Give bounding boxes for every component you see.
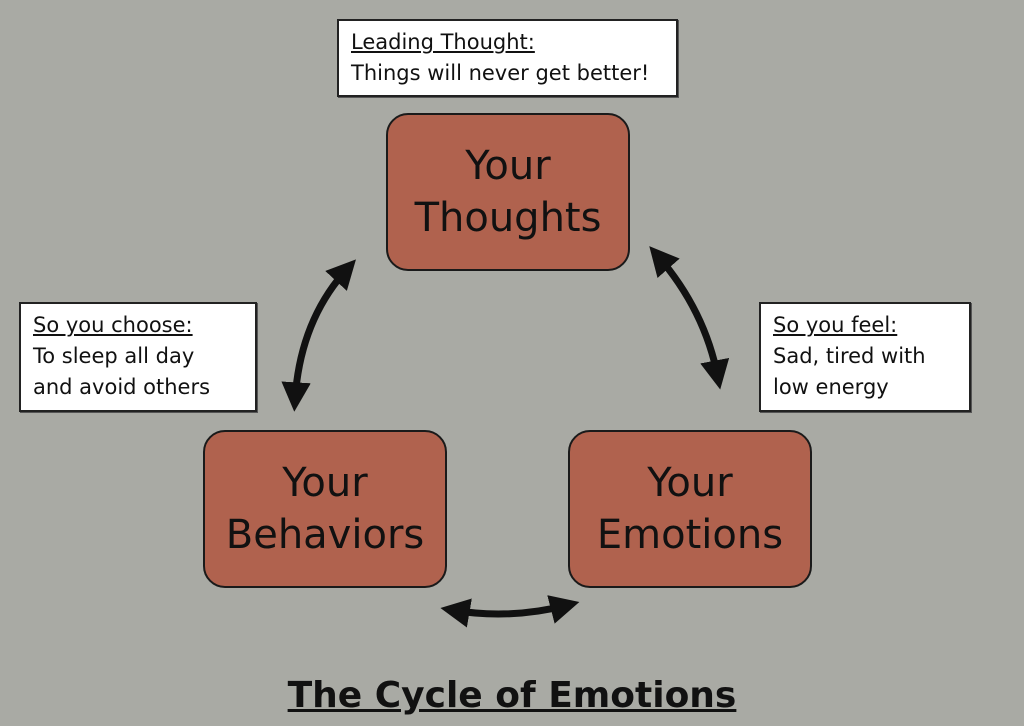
arrow-thoughts-emotions xyxy=(649,246,730,390)
thoughts-line2: Thoughts xyxy=(414,195,602,241)
leading-thought-text: Things will never get better! xyxy=(351,61,650,85)
choose-note: So you choose: To sleep all day and avoi… xyxy=(19,302,257,412)
choose-heading: So you choose: xyxy=(33,313,193,337)
choose-text-2: and avoid others xyxy=(33,375,211,399)
feel-note: So you feel: Sad, tired with low energy xyxy=(759,302,971,412)
feel-heading: So you feel: xyxy=(773,313,898,337)
diagram-title: The Cycle of Emotions xyxy=(287,675,737,716)
emotions-line2: Emotions xyxy=(596,512,784,558)
thoughts-line1: Your xyxy=(465,143,551,189)
leading-thought-heading: Leading Thought: xyxy=(351,30,535,54)
behaviors-node: Your Behaviors xyxy=(203,430,447,588)
feel-text-2: low energy xyxy=(773,375,889,399)
feel-text-1: Sad, tired with xyxy=(773,344,926,368)
thoughts-node: Your Thoughts xyxy=(386,113,630,271)
arrow-behaviors-emotions xyxy=(440,595,580,628)
behaviors-line2: Behaviors xyxy=(225,512,425,558)
choose-text-1: To sleep all day xyxy=(33,344,195,368)
arrow-thoughts-behaviors xyxy=(281,259,356,412)
emotions-node: Your Emotions xyxy=(568,430,812,588)
emotions-line1: Your xyxy=(647,460,733,506)
leading-thought-note: Leading Thought: Things will never get b… xyxy=(337,19,678,97)
behaviors-line1: Your xyxy=(282,460,368,506)
